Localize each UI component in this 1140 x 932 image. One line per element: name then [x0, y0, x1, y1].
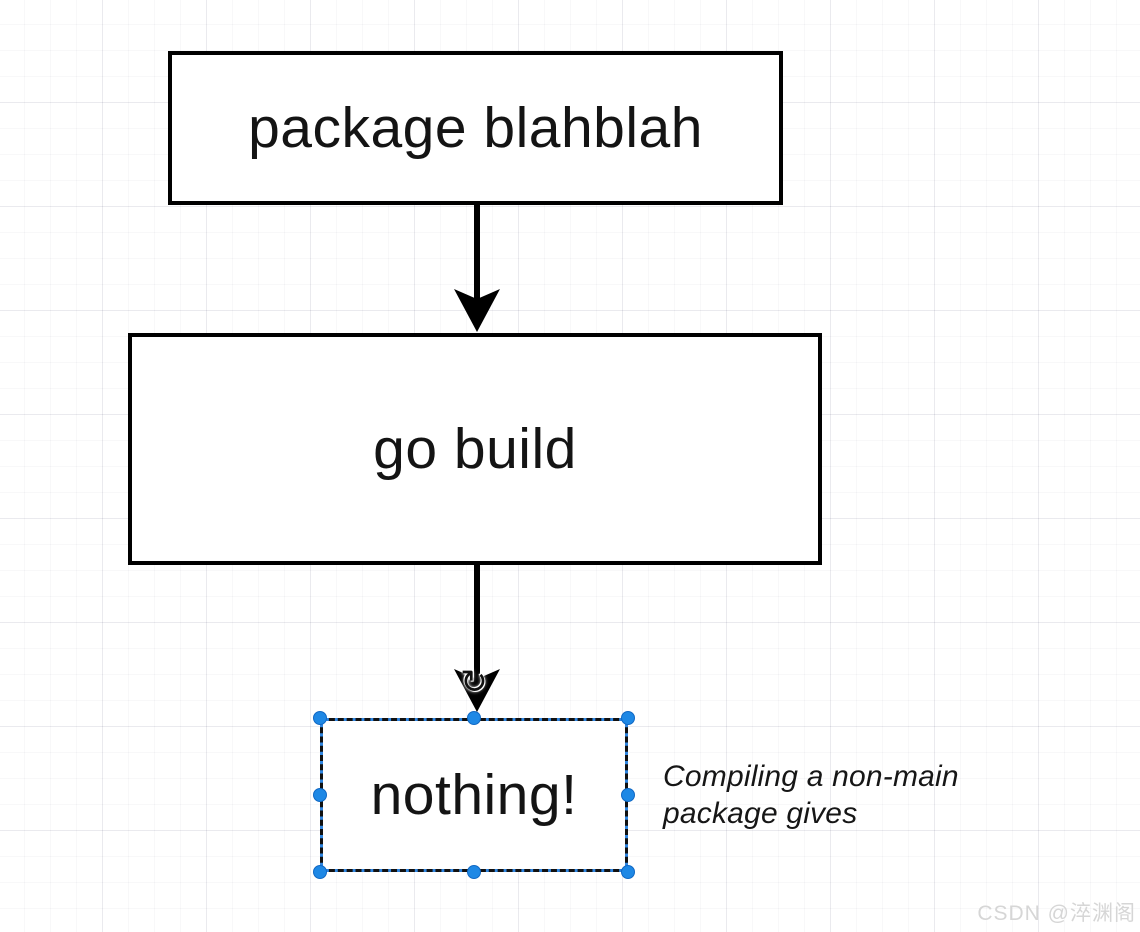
selection-handle-nw[interactable] [313, 711, 327, 725]
selection-handle-se[interactable] [621, 865, 635, 879]
arrow-head-icon [454, 289, 500, 332]
node-label: go build [373, 417, 577, 481]
connector-arrow-1[interactable] [449, 205, 505, 333]
node-label: nothing! [370, 763, 578, 827]
selection-handle-n[interactable] [467, 711, 481, 725]
watermark-text: CSDN @淬渊阁 [977, 902, 1136, 925]
node-nothing[interactable]: nothing! [320, 718, 628, 872]
connector-arrow-2[interactable] [449, 565, 505, 713]
selection-handle-e[interactable] [621, 788, 635, 802]
selection-handle-w[interactable] [313, 788, 327, 802]
arrow-shaft [474, 565, 480, 679]
node-label: package blahblah [248, 96, 703, 160]
node-go-build[interactable]: go build [128, 333, 822, 565]
rotate-handle-icon[interactable]: ↻ [460, 663, 488, 700]
selection-handle-s[interactable] [467, 865, 481, 879]
annotation-text[interactable]: Compiling a non-main package gives [663, 760, 959, 830]
node-package-blahblah[interactable]: package blahblah [168, 51, 783, 205]
arrow-shaft [474, 205, 480, 301]
arrow-head-icon [454, 669, 500, 712]
selection-handle-sw[interactable] [313, 865, 327, 879]
selection-handle-ne[interactable] [621, 711, 635, 725]
